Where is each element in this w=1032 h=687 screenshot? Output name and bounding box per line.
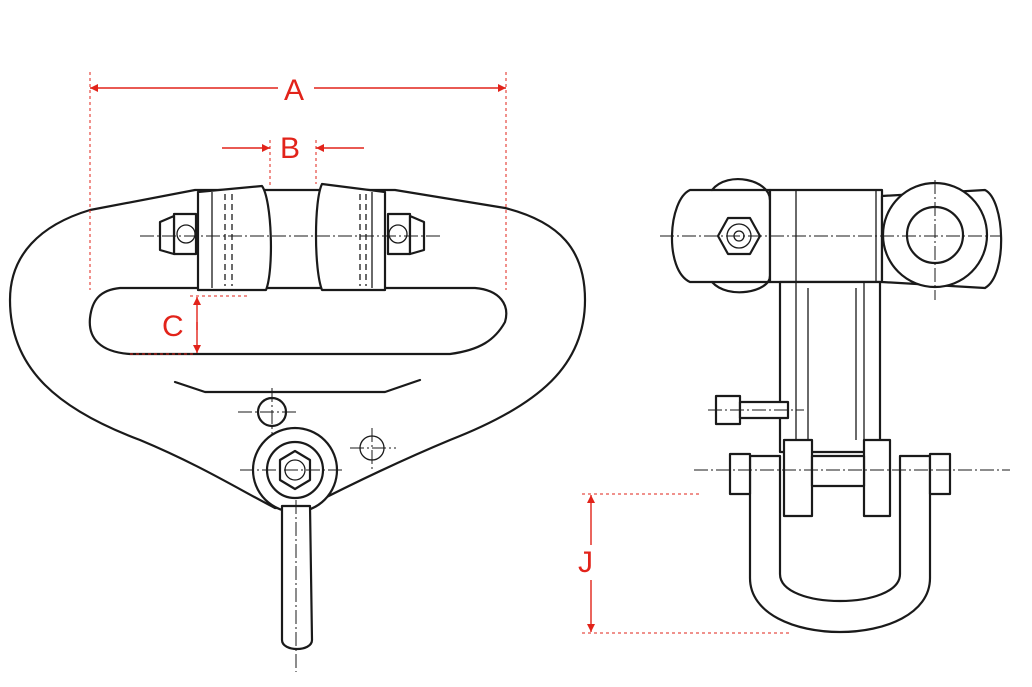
dimension-a: A [89,72,507,290]
handle [280,504,314,651]
dimension-c: C [130,295,250,355]
pivot-eye [240,426,345,514]
clamp-slot [88,286,508,356]
side-view [660,178,1010,634]
front-view [8,182,587,672]
dimension-label-c: C [162,310,184,343]
right-jaw [314,182,426,292]
shackle [728,452,952,634]
dimension-label-j: J [578,546,593,579]
left-jaw [158,184,272,292]
dimension-label-b: B [280,132,300,165]
dimension-label-a: A [284,74,304,107]
dimension-b: B [222,132,364,186]
dimension-j: J [578,493,790,634]
